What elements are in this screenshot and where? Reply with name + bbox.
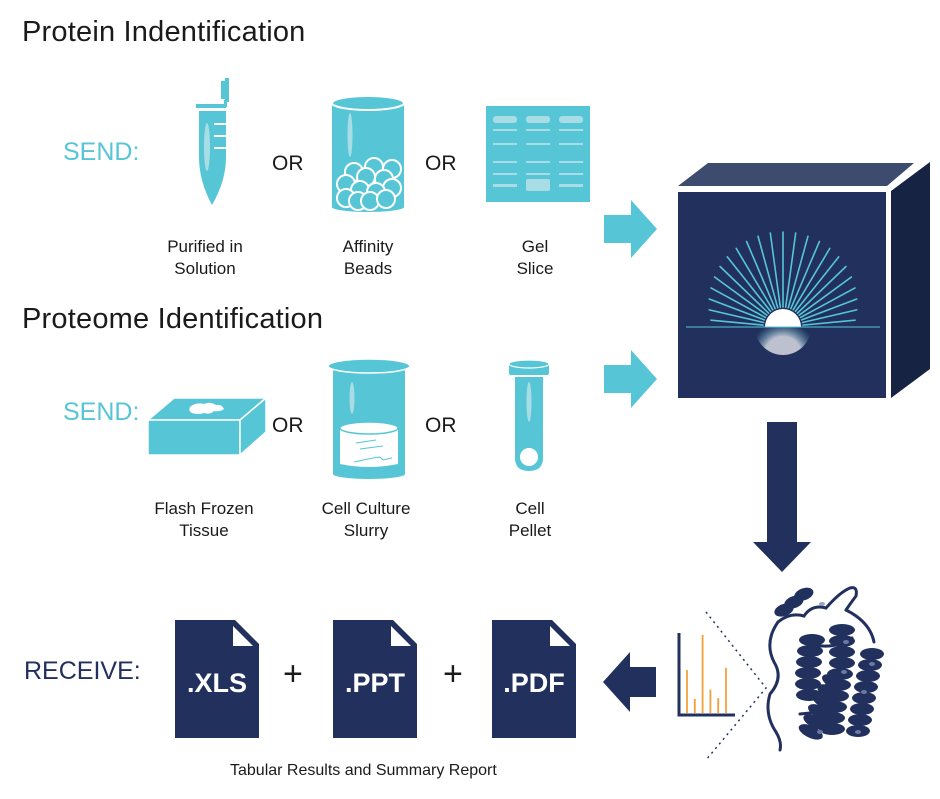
light-ray — [784, 232, 797, 308]
microtube-icon — [196, 78, 229, 205]
light-ray — [799, 287, 856, 319]
file-ppt-icon[interactable]: .PPT — [333, 620, 417, 738]
protein-identification-title: Protein Indentification — [22, 16, 306, 48]
or-separator: OR — [272, 414, 304, 437]
light-ray — [710, 287, 767, 319]
plus-sign: + — [443, 655, 463, 693]
light-ray — [745, 240, 776, 310]
light-ray — [792, 247, 831, 311]
light-ray — [769, 232, 782, 308]
proteome-send-label: SEND: — [63, 398, 140, 426]
arrow-right-icon — [604, 200, 657, 258]
light-ray — [796, 265, 847, 314]
file-extension: .PPT — [345, 668, 406, 698]
light-ray — [801, 309, 858, 324]
plus-sign: + — [283, 655, 303, 693]
light-rays — [708, 231, 858, 326]
light-ray — [802, 319, 856, 326]
light-ray — [794, 256, 840, 313]
file-xls-icon[interactable]: .XLS — [175, 620, 259, 738]
light-ray — [710, 319, 764, 326]
light-ray — [713, 276, 768, 316]
file-pdf-icon[interactable]: .PDF — [492, 620, 576, 738]
light-ray — [708, 309, 765, 324]
cell-pellet-tube-icon — [508, 359, 550, 471]
arrow-right-icon — [604, 350, 657, 408]
protein-send-label: SEND: — [63, 138, 140, 166]
file-extension: .PDF — [503, 668, 565, 698]
light-ray — [735, 247, 774, 311]
receive-label: RECEIVE: — [24, 657, 141, 685]
results-caption: Tabular Results and Summary Report — [230, 762, 497, 779]
light-ray — [719, 265, 770, 314]
arrow-left-icon — [603, 652, 656, 712]
light-ray — [787, 235, 809, 309]
or-separator: OR — [425, 152, 457, 175]
light-ray — [757, 235, 779, 309]
affinity-beads-jar-icon — [331, 95, 405, 212]
protein-structure-icon — [766, 586, 884, 752]
light-ray — [726, 256, 772, 313]
light-ray — [800, 298, 858, 321]
zoom-wedge-dotted-lines — [705, 611, 767, 761]
gel-slice-icon — [486, 106, 590, 202]
mass-spectrum-chart-icon — [677, 633, 735, 717]
or-separator: OR — [272, 152, 304, 175]
light-ray — [798, 276, 853, 316]
mass-spectrometer-box-icon — [678, 162, 930, 398]
proteome-identification-title: Proteome Identification — [22, 303, 324, 335]
helix — [774, 587, 814, 617]
light-ray — [708, 298, 766, 321]
or-separator: OR — [425, 414, 457, 437]
frozen-tissue-block-icon — [145, 396, 269, 457]
arrow-down-icon — [753, 422, 811, 572]
light-ray — [790, 240, 821, 310]
file-extension: .XLS — [187, 668, 247, 698]
cell-culture-beaker-icon — [327, 358, 411, 479]
